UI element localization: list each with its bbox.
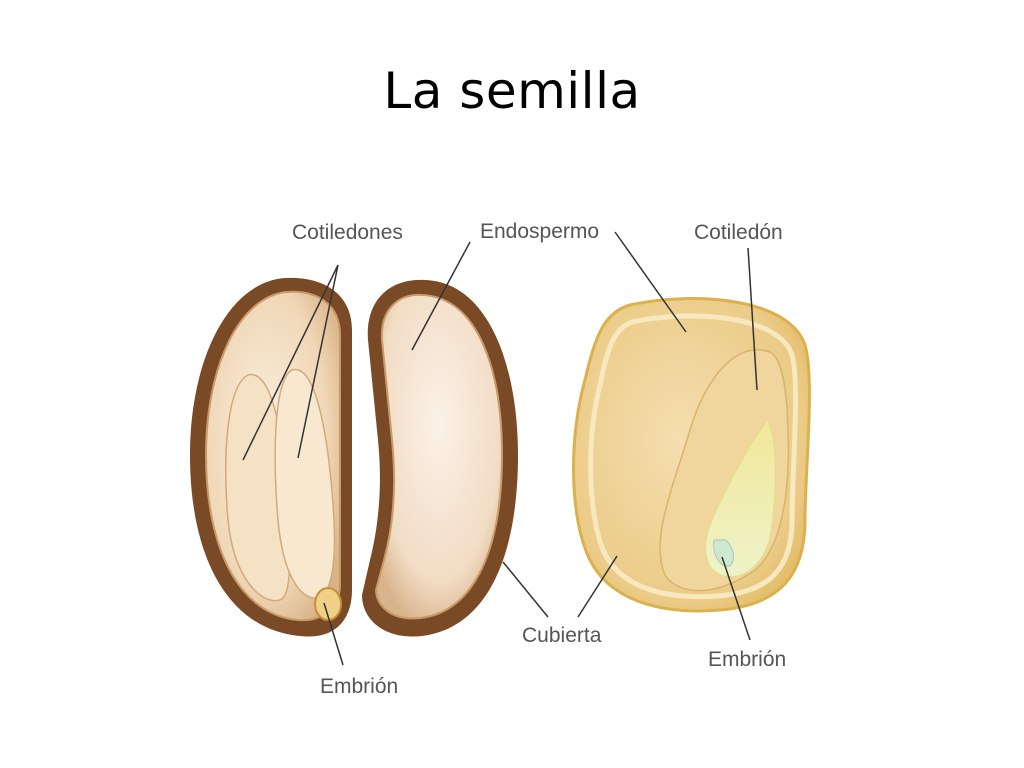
label-endospermo: Endospermo <box>480 220 599 243</box>
leader-endospermo-corn <box>614 231 687 333</box>
leader-cotiledones-2 <box>297 264 339 459</box>
corn-kernel-cover <box>588 313 799 600</box>
leader-lines <box>242 231 758 666</box>
slide-title: La semilla <box>383 62 641 120</box>
label-cotiledones: Cotiledones <box>292 221 403 244</box>
label-cubierta: Cubierta <box>522 624 602 647</box>
leader-cubierta-1 <box>502 561 549 618</box>
bean-right-flesh <box>374 293 504 620</box>
label-embrion-right: Embrión <box>708 648 786 671</box>
label-cotiledon: Cotiledón <box>694 221 783 244</box>
bean-left-embryo <box>314 587 342 621</box>
leader-endospermo <box>411 241 471 351</box>
corn-kernel <box>572 297 811 613</box>
label-embrion-left: Embrión <box>320 675 398 698</box>
bean-right-half <box>362 279 518 637</box>
corn-embryo <box>705 419 776 577</box>
leader-embrion-right <box>721 556 751 641</box>
leader-cubierta-2 <box>577 555 618 618</box>
corn-embryo-tip <box>713 539 734 567</box>
leader-cotiledones-1 <box>242 264 339 461</box>
bean-left-half <box>190 277 352 637</box>
leader-cotiledon <box>747 247 758 391</box>
leader-embrion-left <box>323 602 344 666</box>
